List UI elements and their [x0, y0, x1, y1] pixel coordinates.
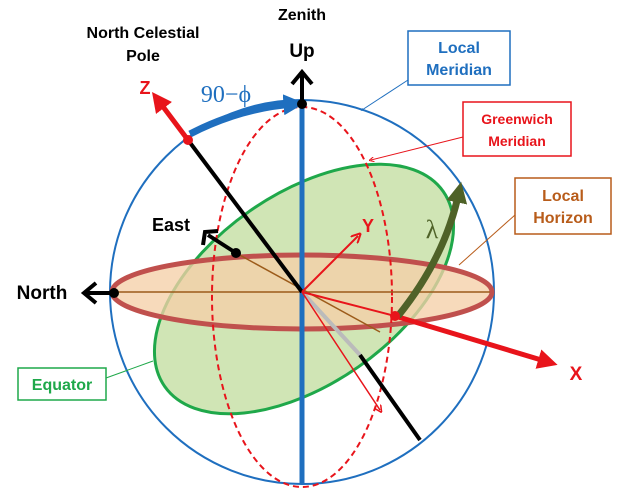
local-horizon-text-line2: Horizon: [533, 210, 593, 227]
local-horizon-pointer: [458, 214, 516, 266]
north-label: North: [17, 283, 68, 304]
colatitude-arc: [188, 94, 305, 138]
polar-axis-front: [186, 138, 304, 294]
horizon-east-line: [235, 252, 381, 333]
equator-box: [17, 367, 107, 401]
y-axis-label: Y: [362, 216, 374, 236]
z-axis-label: Z: [140, 78, 151, 98]
y-axis-lower-line: [301, 291, 380, 410]
x-axis-inner-line: [301, 291, 396, 317]
north-point: [109, 288, 119, 298]
north-arrow-head: [80, 281, 98, 305]
x-axis-arrow: [394, 313, 558, 369]
north-celestial-pole-label-line2: Pole: [126, 48, 160, 65]
east-arrow: [206, 233, 238, 255]
up-point: [297, 99, 307, 109]
east-label: East: [152, 215, 190, 235]
colatitude-label: 90−ϕ: [201, 82, 251, 108]
up-label: Up: [289, 41, 314, 62]
z-axis-arrow: [152, 92, 190, 142]
longitude-arc: [395, 181, 468, 319]
local-meridian-pointer: [360, 79, 409, 111]
greenwich-meridian-box: [462, 101, 572, 157]
up-arrow-head: [290, 68, 314, 86]
local-meridian-text-line1: Local: [438, 40, 480, 57]
local-meridian-text-line2: Meridian: [426, 62, 492, 79]
longitude-label: λ: [426, 215, 439, 244]
north-celestial-pole-label-line1: North Celestial: [87, 25, 200, 42]
x-axis-point: [390, 311, 400, 321]
polar-axis-back: [300, 290, 362, 357]
local-meridian-box: [407, 30, 511, 86]
equator-text: Equator: [32, 377, 92, 394]
local-horizon-text-line1: Local: [542, 188, 584, 205]
polar-axis-lower: [358, 353, 422, 442]
pole-point: [183, 135, 193, 145]
greenwich-meridian-text-line2: Meridian: [488, 133, 546, 149]
greenwich-meridian-text-line1: Greenwich: [481, 111, 553, 127]
equator-pointer: [105, 360, 154, 379]
greenwich-meridian-pointer: [371, 136, 464, 160]
x-axis-label: X: [570, 364, 583, 385]
east-arrow-head: [201, 229, 219, 246]
east-point: [231, 248, 241, 258]
local-horizon-box: [514, 177, 612, 235]
zenith-label: Zenith: [278, 7, 326, 24]
y-axis-arrow: [301, 236, 358, 293]
